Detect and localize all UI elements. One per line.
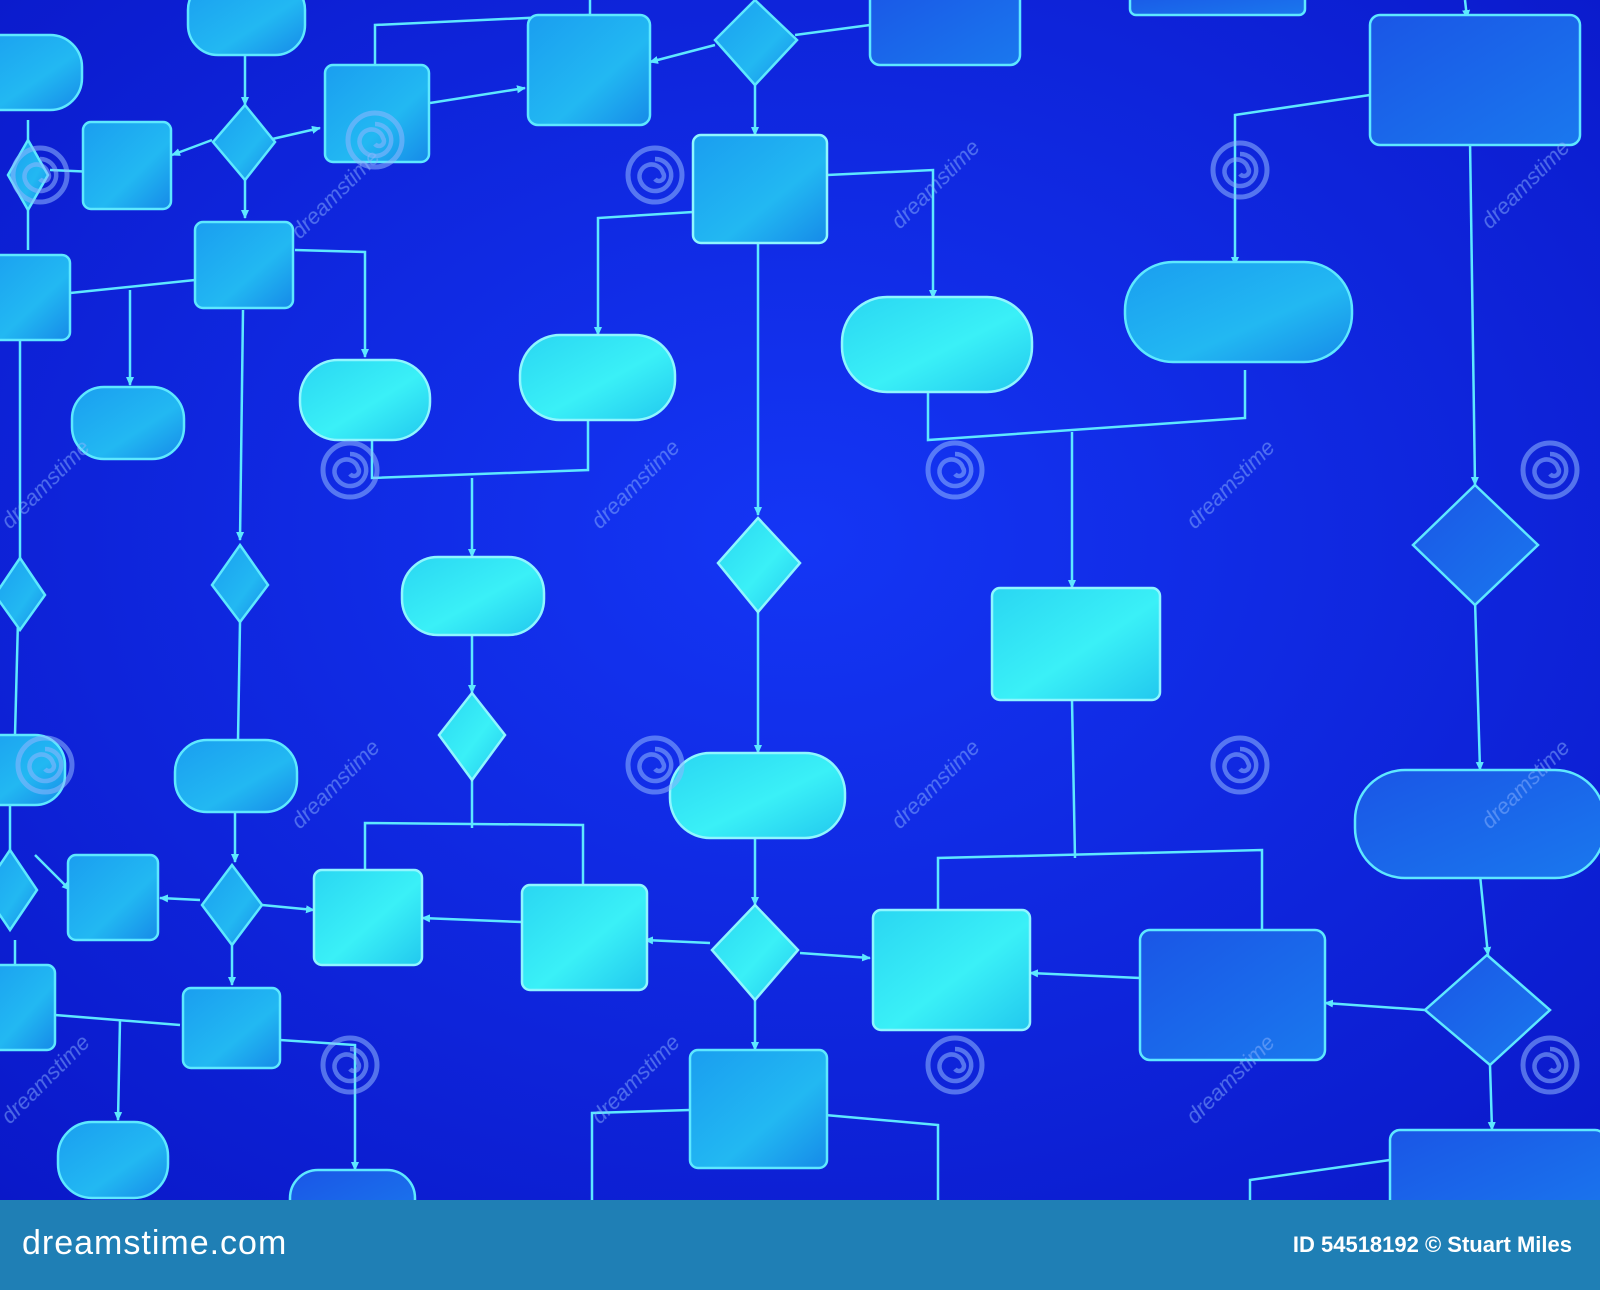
flowchart-shapes-bright xyxy=(298,133,1162,1032)
connector-lines xyxy=(8,0,1496,1200)
flowchart-diagram: dreamstime dreamstime dreamstime dreamst… xyxy=(0,0,1600,1200)
flowchart-shapes-dim xyxy=(0,0,1600,1200)
site-logo: dreamstime.com xyxy=(22,1224,288,1262)
image-credit: ID 54518192 © Stuart Miles xyxy=(1292,1232,1572,1257)
credit-footer: dreamstime.com ID 54518192 © Stuart Mile… xyxy=(0,1200,1600,1290)
flowchart-image: dreamstime dreamstime dreamstime dreamst… xyxy=(0,0,1600,1200)
